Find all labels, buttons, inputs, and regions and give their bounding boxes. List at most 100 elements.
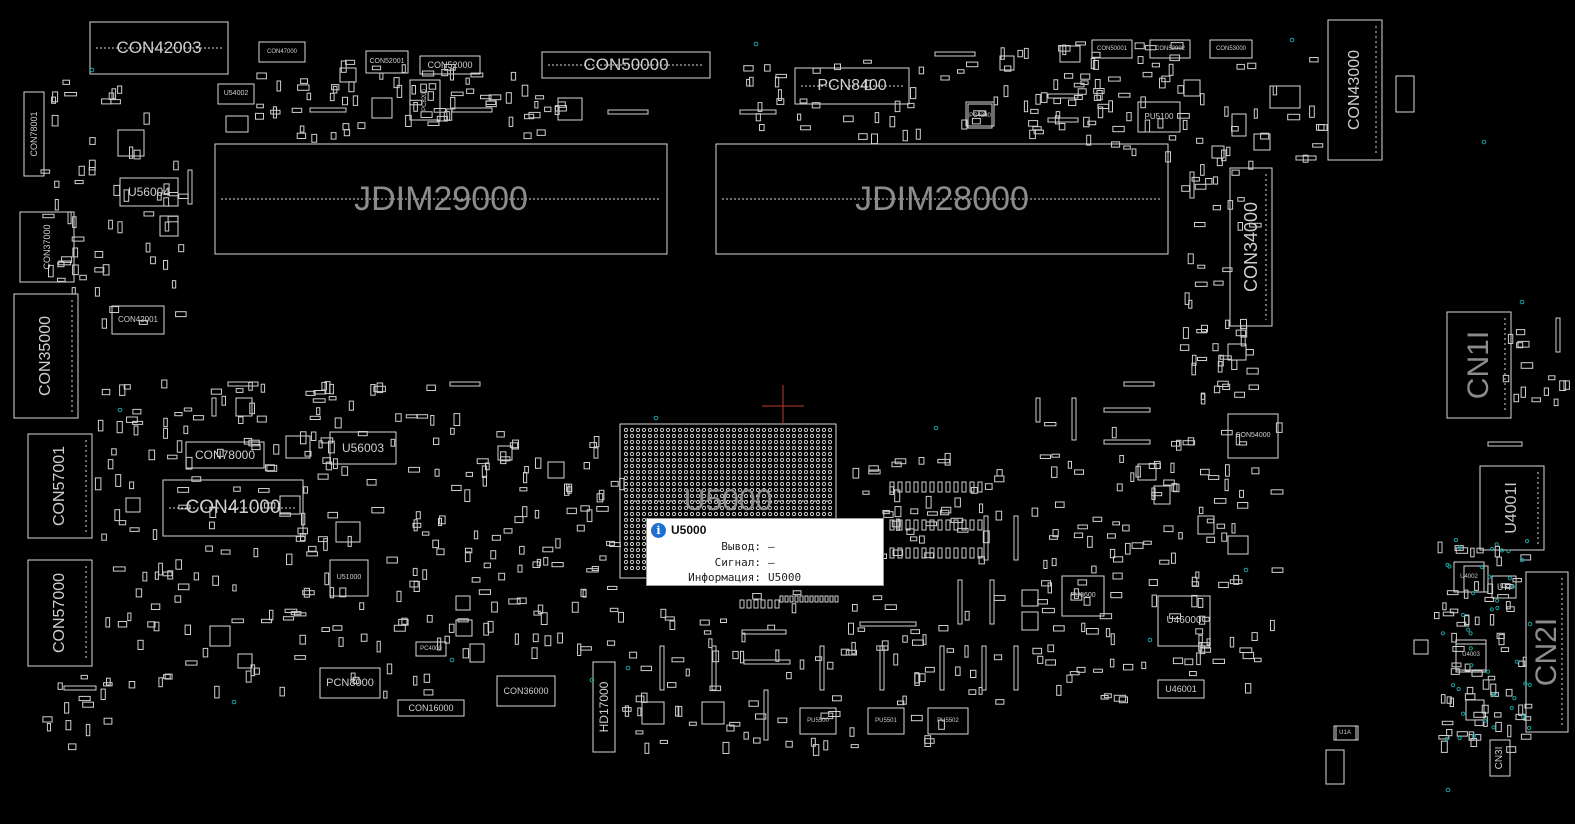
passive-footprint[interactable] [1487, 583, 1494, 594]
passive-footprint[interactable] [1216, 523, 1226, 529]
passive-footprint[interactable] [334, 417, 342, 429]
passive-footprint[interactable] [129, 146, 134, 159]
component-con50001[interactable] [1091, 39, 1133, 59]
passive-footprint[interactable] [1438, 735, 1450, 740]
passive-footprint[interactable] [544, 106, 552, 113]
passive-footprint[interactable] [1144, 119, 1151, 133]
passive-footprint[interactable] [1184, 292, 1190, 305]
passive-footprint[interactable] [1045, 659, 1057, 666]
passive-footprint[interactable] [606, 540, 615, 546]
ic-footprint[interactable] [641, 701, 665, 725]
passive-footprint[interactable] [792, 590, 802, 596]
passive-footprint[interactable] [473, 530, 479, 540]
passive-footprint[interactable] [1111, 426, 1117, 439]
passive-footprint[interactable] [535, 457, 542, 469]
passive-footprint[interactable] [109, 306, 120, 314]
passive-footprint[interactable] [912, 639, 924, 646]
trace-segment[interactable] [187, 169, 193, 205]
passive-footprint[interactable] [163, 260, 169, 270]
ic-footprint[interactable] [237, 653, 253, 669]
passive-footprint[interactable] [483, 562, 491, 569]
passive-footprint[interactable] [1197, 356, 1208, 361]
passive-footprint[interactable] [576, 524, 585, 532]
passive-footprint[interactable] [1235, 433, 1241, 446]
component-con53000[interactable] [1209, 39, 1253, 59]
passive-footprint[interactable] [1109, 658, 1115, 668]
passive-footprint[interactable] [164, 221, 170, 232]
trace-segment[interactable] [659, 645, 665, 691]
passive-footprint[interactable] [993, 96, 999, 106]
passive-footprint[interactable] [851, 641, 856, 655]
passive-footprint[interactable] [644, 742, 650, 754]
passive-footprint[interactable] [1182, 440, 1196, 446]
passive-footprint[interactable] [1053, 97, 1062, 105]
passive-footprint[interactable] [426, 614, 433, 623]
passive-footprint[interactable] [347, 535, 352, 547]
passive-footprint[interactable] [1170, 42, 1184, 49]
passive-footprint[interactable] [832, 695, 842, 702]
passive-footprint[interactable] [129, 481, 135, 490]
passive-footprint[interactable] [436, 548, 445, 556]
passive-footprint[interactable] [1099, 613, 1113, 620]
passive-footprint[interactable] [248, 439, 260, 447]
ic-footprint[interactable] [1021, 611, 1039, 631]
ic-footprint[interactable] [225, 115, 249, 133]
passive-footprint[interactable] [386, 663, 393, 675]
passive-footprint[interactable] [1231, 359, 1238, 371]
passive-footprint[interactable] [119, 384, 126, 396]
passive-footprint[interactable] [352, 676, 360, 684]
passive-footprint[interactable] [448, 623, 455, 633]
passive-footprint[interactable] [57, 682, 63, 690]
passive-footprint[interactable] [1218, 354, 1224, 367]
passive-footprint[interactable] [408, 466, 421, 473]
passive-footprint[interactable] [48, 264, 54, 278]
passive-footprint[interactable] [427, 91, 434, 101]
ic-footprint[interactable] [1231, 113, 1247, 137]
passive-footprint[interactable] [299, 634, 306, 645]
passive-footprint[interactable] [1470, 547, 1475, 558]
passive-footprint[interactable] [824, 595, 829, 603]
passive-footprint[interactable] [183, 407, 193, 412]
passive-footprint[interactable] [755, 713, 767, 720]
ic-footprint[interactable] [455, 595, 471, 611]
ic-footprint[interactable] [1455, 643, 1487, 673]
passive-footprint[interactable] [341, 466, 349, 476]
passive-footprint[interactable] [269, 609, 274, 621]
passive-footprint[interactable] [471, 577, 481, 583]
passive-footprint[interactable] [1520, 362, 1534, 369]
passive-footprint[interactable] [342, 123, 350, 131]
passive-footprint[interactable] [789, 595, 794, 603]
passive-footprint[interactable] [1449, 608, 1459, 614]
passive-footprint[interactable] [1151, 594, 1157, 608]
passive-footprint[interactable] [1200, 164, 1205, 176]
passive-footprint[interactable] [925, 521, 937, 527]
passive-footprint[interactable] [913, 519, 919, 531]
passive-footprint[interactable] [1507, 724, 1512, 738]
passive-footprint[interactable] [193, 572, 199, 581]
trace-segment[interactable] [227, 381, 259, 387]
passive-footprint[interactable] [373, 385, 386, 393]
passive-footprint[interactable] [393, 624, 406, 632]
passive-footprint[interactable] [420, 111, 433, 119]
passive-footprint[interactable] [1093, 668, 1103, 673]
passive-footprint[interactable] [85, 723, 91, 737]
passive-footprint[interactable] [333, 458, 338, 470]
ic-footprint[interactable] [557, 97, 583, 121]
passive-footprint[interactable] [907, 102, 915, 109]
passive-footprint[interactable] [143, 112, 150, 125]
trace-segment[interactable] [63, 685, 97, 691]
passive-footprint[interactable] [996, 469, 1003, 477]
passive-footprint[interactable] [360, 633, 368, 642]
passive-footprint[interactable] [777, 89, 782, 101]
passive-footprint[interactable] [814, 595, 819, 603]
passive-footprint[interactable] [317, 536, 328, 543]
trace-segment[interactable] [879, 645, 885, 691]
passive-footprint[interactable] [94, 267, 105, 273]
trace-segment[interactable] [1123, 381, 1155, 387]
passive-footprint[interactable] [1131, 148, 1137, 157]
passive-footprint[interactable] [739, 599, 745, 609]
passive-footprint[interactable] [740, 650, 745, 664]
passive-footprint[interactable] [993, 595, 1006, 601]
passive-footprint[interactable] [1189, 671, 1197, 677]
passive-footprint[interactable] [759, 124, 765, 132]
